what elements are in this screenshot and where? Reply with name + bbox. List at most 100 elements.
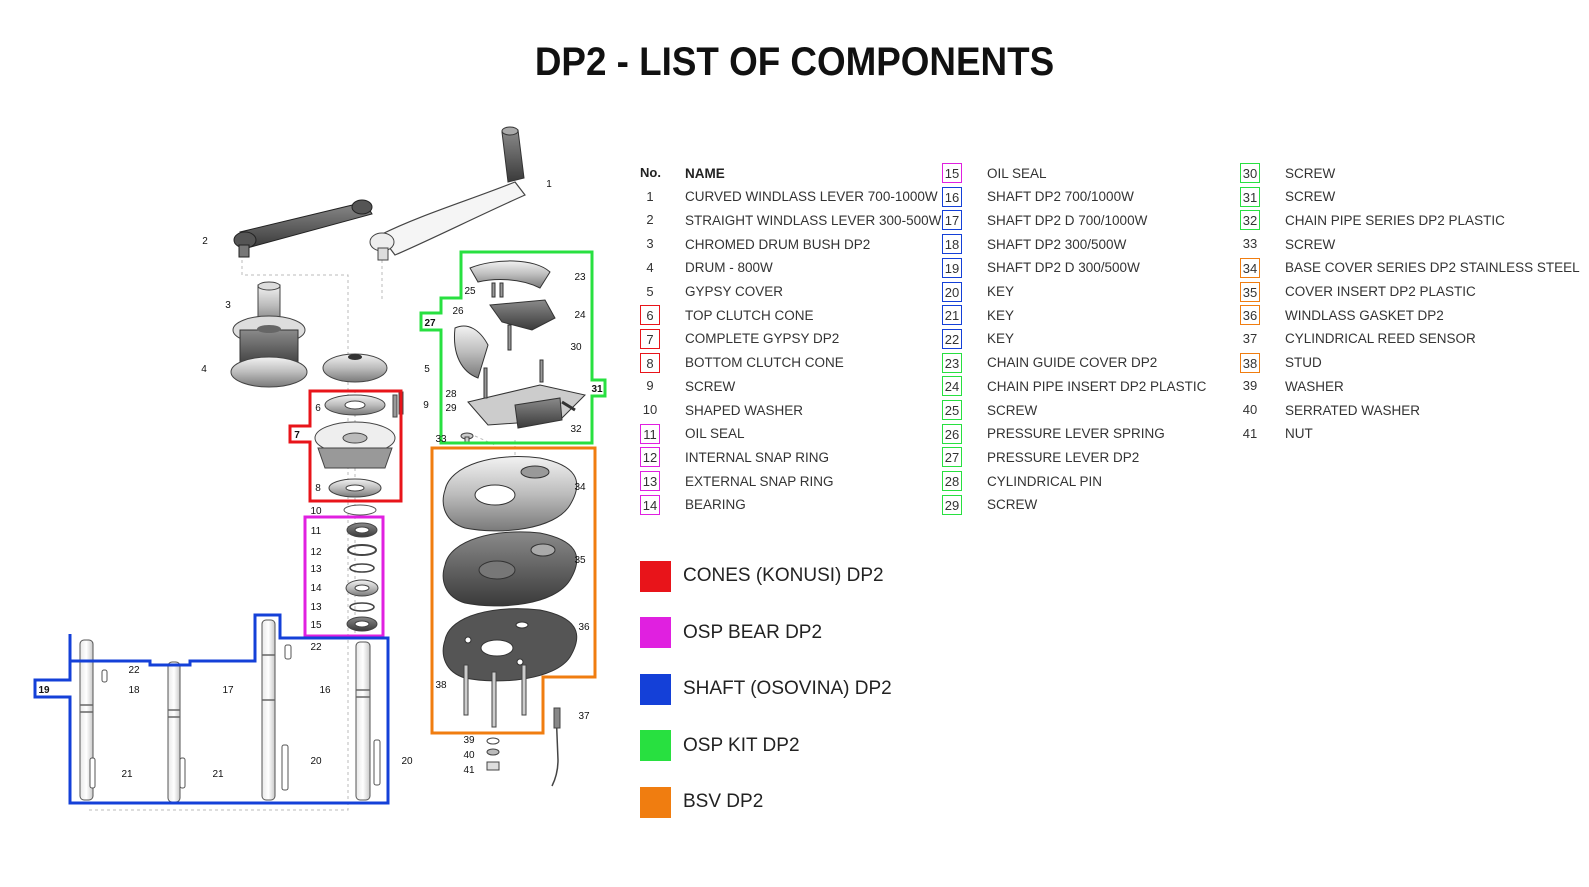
diagram-label: 12 — [310, 547, 322, 558]
component-number: 19 — [942, 257, 962, 278]
component-number: 29 — [942, 494, 962, 515]
page-title: DP2 - LIST OF COMPONENTS — [534, 40, 1055, 84]
component-number: 21 — [942, 305, 962, 326]
component-number: 7 — [640, 328, 660, 349]
base-cover-parts — [442, 456, 578, 682]
component-name: PRESSURE LEVER SPRING — [987, 426, 1165, 442]
component-name: BEARING — [685, 497, 746, 513]
component-number: 28 — [942, 471, 962, 492]
component-number: 31 — [1240, 186, 1260, 207]
legend-item: BSV DP2 — [640, 786, 763, 818]
shaft-group-parts — [79, 619, 381, 803]
component-name: SHAFT DP2 D 300/500W — [987, 260, 1140, 276]
component-number: 22 — [942, 328, 962, 349]
diagram-label: 40 — [463, 750, 475, 761]
component-name: WASHER — [1285, 378, 1344, 394]
component-number: 27 — [942, 447, 962, 468]
component-name: EXTERNAL SNAP RING — [685, 473, 834, 489]
kit-group-outline — [419, 250, 607, 445]
component-name: BOTTOM CLUTCH CONE — [685, 355, 844, 371]
component-name: INTERNAL SNAP RING — [685, 449, 830, 465]
diagram-label: 29 — [445, 403, 457, 414]
component-number: 30 — [1240, 163, 1260, 183]
diagram-label: 8 — [315, 483, 321, 494]
shaft-group-outline — [33, 613, 390, 805]
component-number: 40 — [1242, 402, 1258, 417]
component-number: 1 — [646, 188, 654, 204]
legend-label: SHAFT (OSOVINA) DP2 — [683, 678, 892, 699]
component-number: 4 — [646, 259, 654, 275]
diagram-label: 41 — [463, 765, 475, 776]
bearing-group-parts — [345, 522, 379, 632]
legend-item: CONES (KONUSI) DP2 — [640, 560, 884, 592]
diagram-label: 30 — [570, 342, 582, 353]
diagram-label: 7 — [294, 430, 300, 441]
component-name: SHAFT DP2 D 700/1000W — [987, 212, 1148, 228]
component-number: 15 — [942, 163, 962, 183]
component-name: CHAIN PIPE INSERT DP2 PLASTIC — [987, 378, 1207, 394]
component-name: NUT — [1285, 426, 1313, 442]
component-number: 32 — [1240, 210, 1260, 231]
diagram-label: 32 — [570, 424, 582, 435]
diagram-label: 26 — [452, 306, 464, 317]
diagram-label: 28 — [445, 389, 457, 400]
washer-nut-parts — [486, 737, 500, 771]
assembly-guide-lines — [86, 260, 516, 811]
screw-33-part — [460, 432, 474, 445]
component-name: OIL SEAL — [685, 426, 745, 442]
reed-sensor-part — [551, 707, 561, 787]
component-name: SHAFT DP2 700/1000W — [987, 189, 1134, 205]
diagram-label: 23 — [574, 272, 586, 283]
diagram-label: 38 — [435, 680, 447, 691]
component-name: KEY — [987, 307, 1015, 323]
component-name: SCREW — [1285, 165, 1336, 181]
component-name: GYPSY COVER — [685, 284, 784, 299]
diagram-label: 21 — [212, 769, 224, 780]
component-number: 13 — [640, 471, 660, 492]
diagram-label: 25 — [464, 286, 476, 297]
component-row: 29 SCREW — [942, 494, 1037, 516]
component-row: 9 SCREW — [640, 375, 735, 397]
bearing-group-outline — [303, 515, 385, 638]
component-number: 9 — [646, 378, 654, 394]
diagram-label: 20 — [401, 756, 413, 767]
component-number: 33 — [1242, 236, 1258, 252]
component-name: SCREW — [987, 497, 1038, 513]
component-row: 13 EXTERNAL SNAP RING — [640, 470, 834, 492]
diagram-label: 14 — [310, 583, 322, 594]
header-no: No. — [640, 165, 661, 180]
legend-swatch — [640, 786, 671, 818]
legend-item: SHAFT (OSOVINA) DP2 — [640, 673, 892, 705]
cones-group-parts — [314, 394, 396, 498]
diagram-label: 24 — [574, 310, 586, 321]
drum-bush-part — [257, 281, 281, 326]
component-number: 23 — [942, 352, 962, 373]
component-number: 2 — [646, 212, 654, 228]
diagram-label: 22 — [128, 665, 140, 676]
component-number: 3 — [646, 236, 654, 252]
component-name: SCREW — [685, 378, 736, 394]
diagram-label: 20 — [310, 756, 322, 767]
diagram-label: 18 — [128, 685, 140, 696]
diagram-label: 34 — [574, 482, 586, 493]
component-name: WINDLASS GASKET DP2 — [1285, 307, 1444, 323]
legend-swatch — [640, 673, 671, 705]
component-name: CYLINDRICAL PIN — [987, 473, 1103, 489]
legend-item: OSP KIT DP2 — [640, 730, 800, 762]
